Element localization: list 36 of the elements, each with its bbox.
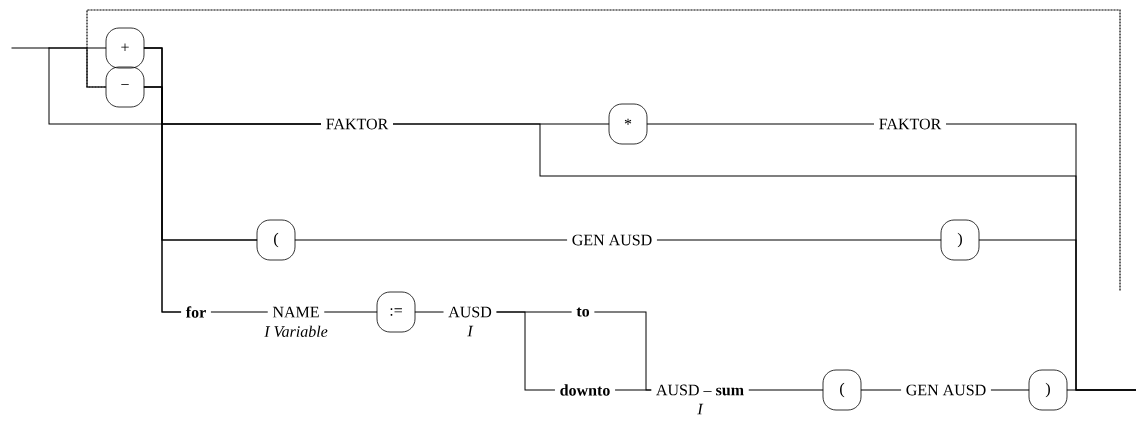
connector-line xyxy=(748,389,824,391)
nonterminal-text: AUSD xyxy=(448,306,492,318)
keyword-text: to xyxy=(576,307,590,317)
connector-line xyxy=(646,123,875,125)
keyword-text: downto xyxy=(560,384,610,396)
connector-line xyxy=(324,311,378,313)
annotation-text: I xyxy=(697,403,704,415)
connector-line xyxy=(11,47,107,49)
connector-line xyxy=(294,239,568,241)
nonterminal-text: GEN AUSD xyxy=(572,234,652,246)
connector-line xyxy=(860,389,902,391)
terminal-box: ( xyxy=(822,369,862,411)
terminal-box: + xyxy=(105,27,145,69)
terminal-box: ( xyxy=(256,219,296,261)
terminal-box: ) xyxy=(1028,369,1068,411)
nonterminal-text: NAME xyxy=(272,306,319,318)
connector-line xyxy=(656,239,942,241)
terminal-box: − xyxy=(105,66,145,108)
nonterminal-text: AUSD – sum xyxy=(656,384,744,396)
connector-line xyxy=(496,311,555,391)
loop-line xyxy=(86,9,1121,291)
connector-line xyxy=(210,311,268,313)
annotation-text: I Variable xyxy=(264,325,328,337)
connector-line xyxy=(48,47,107,88)
connector-line xyxy=(615,389,652,391)
terminal-box: * xyxy=(608,103,648,145)
connector-line xyxy=(1066,389,1136,391)
annotation-text: I xyxy=(467,325,474,337)
nonterminal-text: FAKTOR xyxy=(879,118,942,130)
keyword-text: for xyxy=(185,306,206,318)
connector-line xyxy=(414,311,444,313)
connector-line xyxy=(990,389,1030,391)
terminal-box: ) xyxy=(940,219,980,261)
nonterminal-text: FAKTOR xyxy=(326,118,389,130)
terminal-box: := xyxy=(376,291,416,333)
nonterminal-text: GEN AUSD xyxy=(906,384,986,396)
